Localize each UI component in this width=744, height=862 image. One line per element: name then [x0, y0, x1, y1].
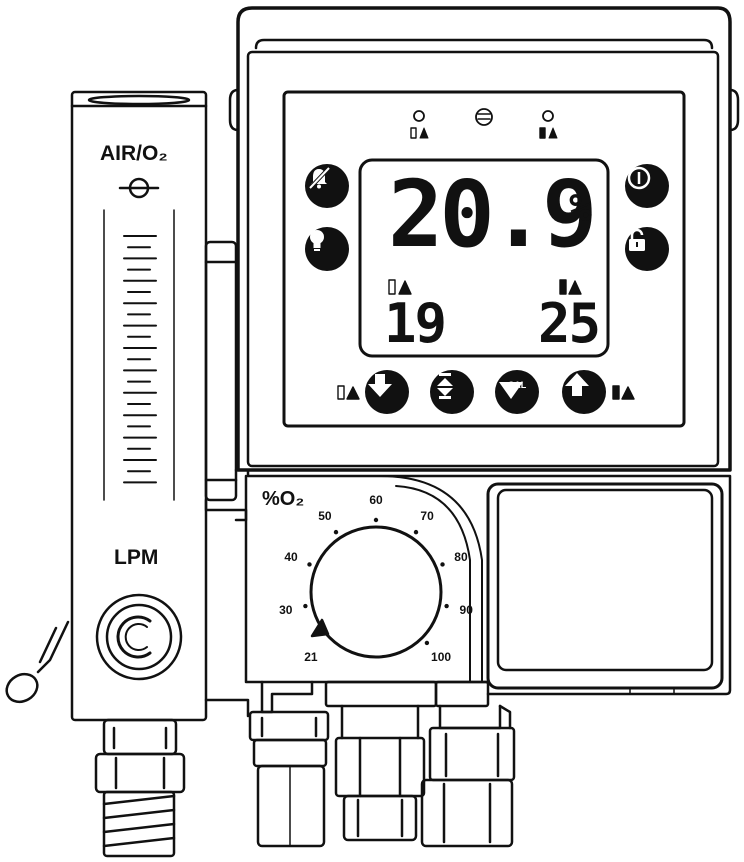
- gas-inlets: [248, 680, 516, 848]
- arrow-down-icon: [368, 374, 392, 397]
- low-alarm-value: 19: [384, 292, 447, 355]
- cal-label: CAL: [507, 380, 527, 390]
- dial-tick: [373, 517, 379, 523]
- unlock-icon: [629, 228, 645, 251]
- dial-tick: [440, 562, 445, 567]
- arrow-up-icon: [565, 373, 589, 396]
- reading-unit: %: [569, 186, 592, 230]
- backlight-button[interactable]: [305, 227, 349, 271]
- lightbulb-icon: [310, 230, 324, 251]
- flowmeter-scale: [123, 235, 157, 484]
- gas-label: AIR/O₂: [100, 142, 168, 165]
- flow-unit-label: LPM: [114, 546, 159, 569]
- alarm-down-button[interactable]: [365, 370, 409, 414]
- dial-scale-label: 100: [431, 650, 452, 665]
- dial-title: %O₂: [262, 488, 305, 510]
- calibrate-icon: [437, 373, 453, 399]
- dial-tick: [333, 529, 339, 535]
- dial-scale-label: 30: [279, 602, 293, 617]
- unlock-button[interactable]: [625, 227, 669, 271]
- dial-tick: [307, 562, 312, 567]
- alarm-silence-button[interactable]: [305, 164, 349, 208]
- dial-scale-label: 40: [284, 549, 298, 564]
- dial-scale-label: 21: [304, 650, 318, 665]
- dial-tick: [424, 640, 430, 646]
- flowmeter-body: [5, 90, 208, 858]
- cal-button[interactable]: CAL: [495, 370, 539, 414]
- bell-slash-icon: [308, 166, 331, 190]
- high-alarm-value: 25: [538, 292, 601, 355]
- dial-ticks: [303, 517, 449, 646]
- alarm-legend-down-btn: [337, 385, 360, 400]
- cal-icon: [499, 382, 523, 399]
- dial-scale-label: 90: [459, 602, 473, 617]
- dial-scale-label: 70: [420, 508, 434, 523]
- monitor-housing: [228, 6, 740, 472]
- power-button[interactable]: [625, 164, 669, 208]
- oxygen-reading: 20.9: [388, 161, 598, 268]
- dial-tick: [444, 603, 449, 609]
- mount-bracket: [204, 240, 250, 718]
- alarm-legend-low: [388, 279, 412, 295]
- power-icon: [627, 166, 651, 190]
- dial-scale-label: 60: [369, 493, 383, 507]
- dial-tick: [413, 529, 419, 535]
- alarm-up-button[interactable]: [562, 370, 606, 414]
- alarm-legend-up-btn: [612, 385, 635, 400]
- alarm-legend-high: [559, 279, 582, 295]
- dial-tick: [303, 603, 308, 609]
- dial-scale-label: 50: [318, 508, 332, 523]
- dial-scale-label: 80: [454, 549, 468, 564]
- calibrate-span-button[interactable]: [430, 370, 474, 414]
